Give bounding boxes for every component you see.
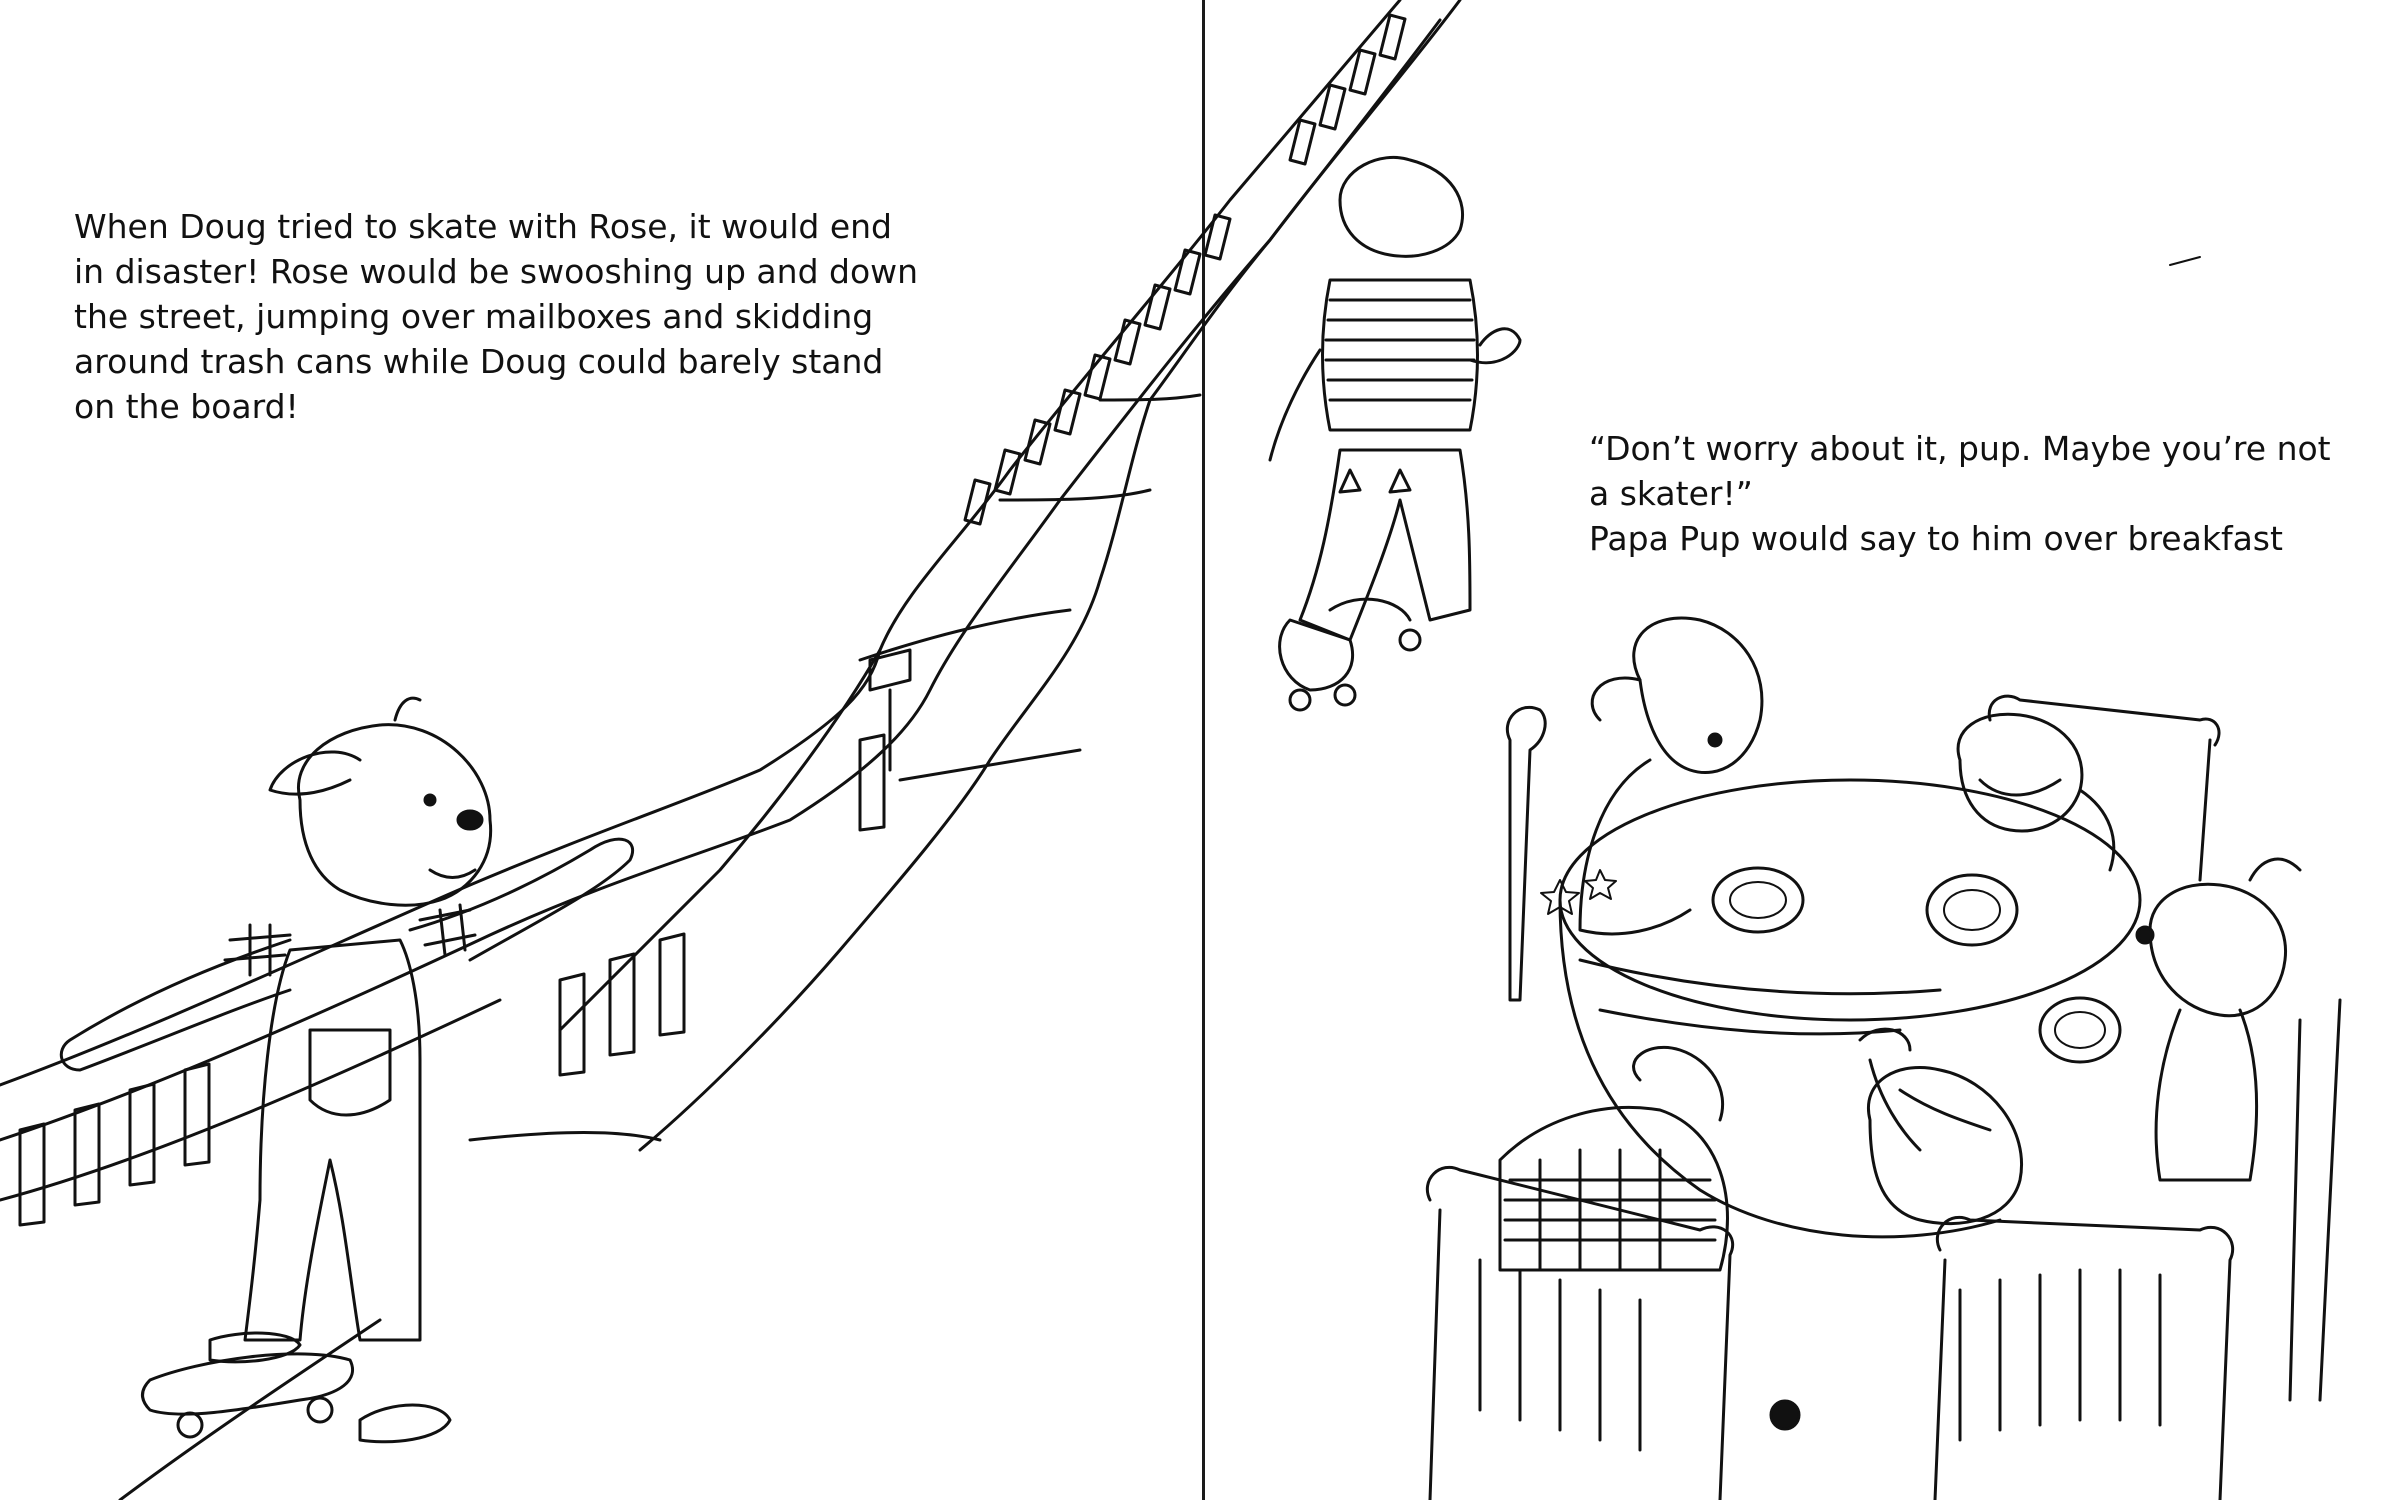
narration-line: around trash cans while Doug could barel… bbox=[74, 342, 884, 381]
right-page-dialogue: “Don’t worry about it, pup. Maybe you’re… bbox=[1589, 426, 2331, 561]
rose-skating-figure bbox=[1268, 155, 1522, 712]
narration-line: the street, jumping over mailboxes and s… bbox=[74, 297, 874, 336]
stray-ink-mark bbox=[2169, 256, 2201, 266]
winding-fence-illustration bbox=[0, 0, 1462, 1500]
dialogue-line: Papa Pup would say to him over breakfast bbox=[1589, 519, 2283, 558]
page-gutter bbox=[1202, 0, 1205, 1500]
narration-line: on the board! bbox=[74, 387, 299, 426]
narration-line: in disaster! Rose would be swooshing up … bbox=[74, 252, 919, 291]
left-page-narration: When Doug tried to skate with Rose, it w… bbox=[74, 204, 919, 429]
dialogue-line: a skater!” bbox=[1589, 474, 1753, 513]
narration-line: When Doug tried to skate with Rose, it w… bbox=[74, 207, 892, 246]
dialogue-line: “Don’t worry about it, pup. Maybe you’re… bbox=[1589, 429, 2331, 468]
breakfast-table-scene bbox=[1425, 616, 2342, 1500]
doug-dog-figure bbox=[59, 696, 634, 1444]
